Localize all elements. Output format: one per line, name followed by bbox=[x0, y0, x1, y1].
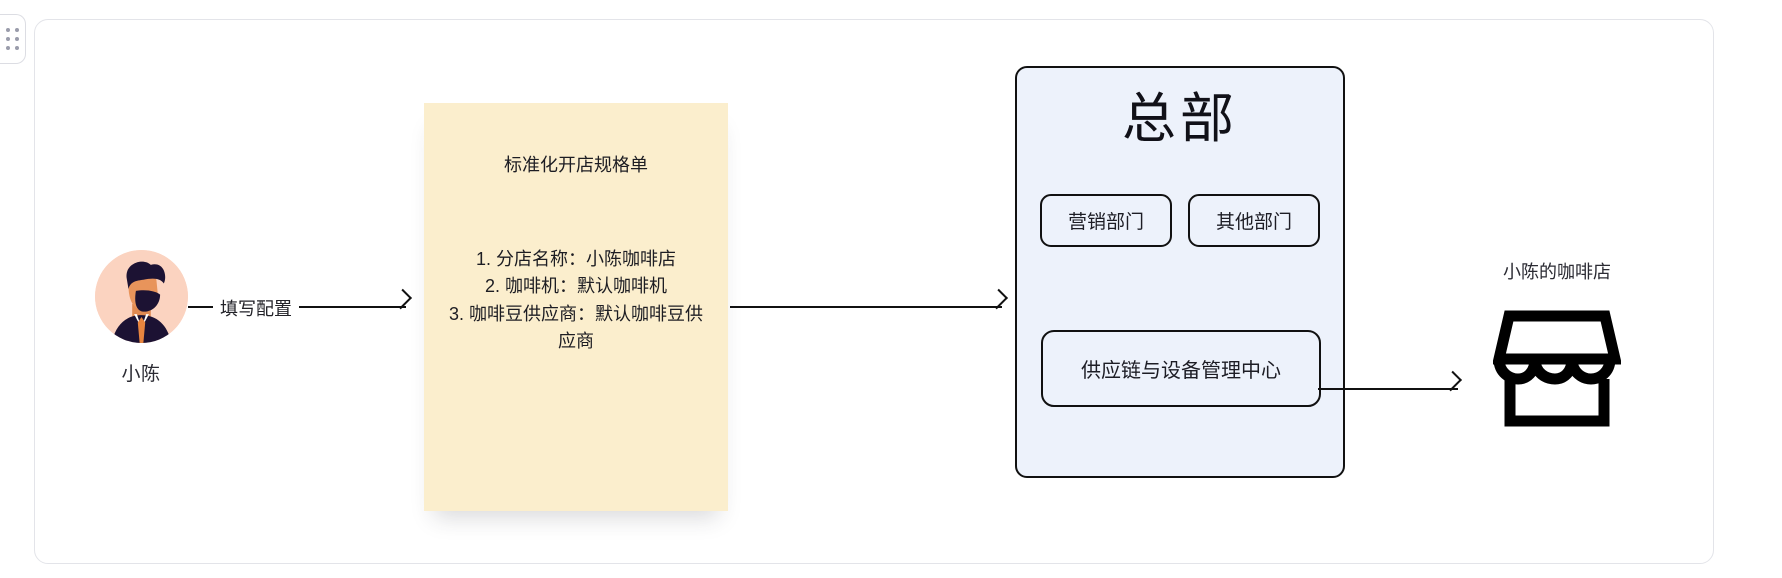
node-store[interactable]: 小陈的咖啡店 bbox=[1462, 258, 1652, 427]
spec-note-title: 标准化开店规格单 bbox=[504, 155, 648, 175]
diagram-card bbox=[34, 19, 1714, 564]
department-row: 营销部门 其他部门 bbox=[1017, 194, 1343, 247]
edge-line-note-to-hq bbox=[730, 306, 1002, 308]
spec-note-card[interactable]: 标准化开店规格单 1. 分店名称：小陈咖啡店 2. 咖啡机：默认咖啡机 3. 咖… bbox=[424, 103, 728, 511]
store-label: 小陈的咖啡店 bbox=[1503, 262, 1611, 282]
list-item: 3. 咖啡豆供应商：默认咖啡豆供应商 bbox=[448, 303, 703, 352]
edge-line-hq-to-store bbox=[1318, 388, 1458, 390]
department-chip-marketing[interactable]: 营销部门 bbox=[1040, 194, 1172, 247]
headquarters-title: 总部 bbox=[1122, 89, 1238, 149]
supply-chain-center-box[interactable]: 供应链与设备管理中心 bbox=[1041, 330, 1321, 407]
storefront-icon bbox=[1492, 309, 1622, 427]
canvas-drag-handle[interactable] bbox=[0, 14, 26, 64]
list-item: 2. 咖啡机：默认咖啡机 bbox=[484, 276, 667, 297]
person-label: 小陈 bbox=[121, 364, 161, 385]
list-item: 1. 分店名称：小陈咖啡店 bbox=[475, 249, 676, 269]
node-headquarters[interactable]: 总部 营销部门 其他部门 供应链与设备管理中心 bbox=[1015, 66, 1345, 478]
department-chip-other[interactable]: 其他部门 bbox=[1188, 194, 1320, 247]
edge-label-fill-config: 填写配置 bbox=[213, 295, 299, 321]
spec-note-list: 1. 分店名称：小陈咖啡店 2. 咖啡机：默认咖啡机 3. 咖啡豆供应商：默认咖… bbox=[424, 246, 728, 355]
person-avatar-icon bbox=[94, 250, 188, 343]
node-person[interactable]: 小陈 bbox=[91, 250, 191, 386]
drag-dots-icon bbox=[6, 28, 19, 50]
